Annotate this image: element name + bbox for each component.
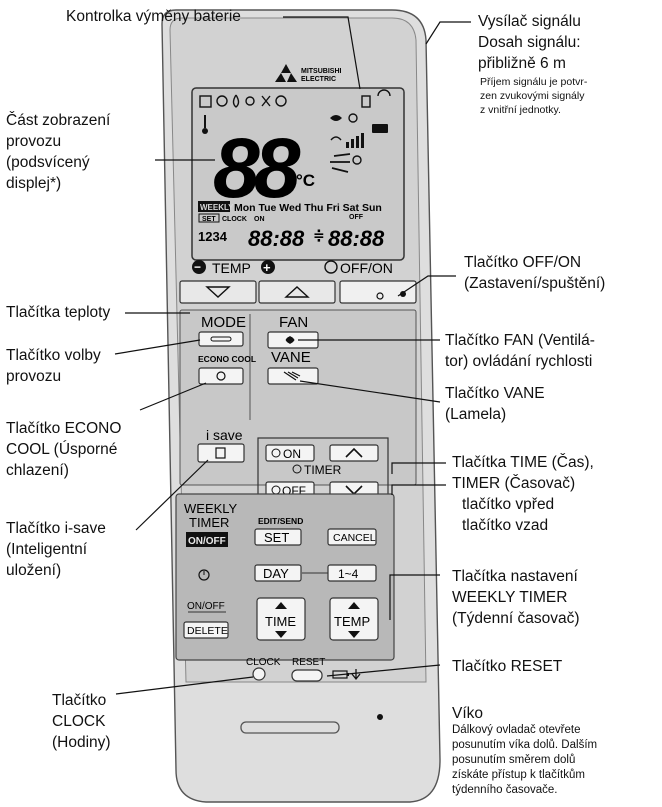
edit-send-label: EDIT/SEND [258, 516, 303, 526]
vane-label: VANE [271, 349, 311, 366]
callout-temp: Tlačítka teploty [6, 304, 111, 321]
callout-display: Část zobrazení provozu (podsvícený displ… [6, 112, 111, 192]
fan-speed-indicator [330, 113, 388, 173]
lid-slot [240, 721, 340, 734]
time-off-digits: 88:88 [328, 226, 385, 251]
lid-dot [377, 714, 383, 720]
program-select-label: 1~4 [338, 567, 359, 581]
callout-transmitter-note: Příjem signálu je potvr- zen zvukovými s… [480, 76, 588, 116]
lcd-display: 88 °C WEEKLY Mon Tue Wed Thu Fri Sat Sun… [191, 87, 405, 261]
brand-line2: ELECTRIC [301, 76, 336, 83]
reset-label: RESET [292, 657, 325, 668]
weekly-timer-label-2: TIMER [189, 515, 229, 530]
weekly-timer-label-1: WEEKLY [184, 501, 238, 516]
clock-label: CLOCK [246, 657, 281, 668]
program-select-button[interactable]: 1~4 [327, 564, 377, 582]
set-button[interactable]: SET [254, 528, 302, 546]
fan-icon [285, 336, 295, 344]
time-on-digits: 88:88 [248, 226, 305, 251]
callout-weekly: Tlačítka nastavení WEEKLY TIMER (Týdenní… [452, 568, 580, 627]
timer-label: TIMER [304, 463, 342, 477]
callout-reset: Tlačítko RESET [452, 658, 563, 675]
temperature-digits: 88 [213, 121, 301, 215]
offon-button[interactable] [339, 280, 417, 304]
timer-on-label: ON [283, 447, 301, 461]
weekly-onoff-label: ON/OFF [188, 536, 226, 547]
time-forward-button[interactable] [329, 444, 379, 462]
mode-label: MODE [201, 314, 246, 331]
weekday-row: Mon Tue Wed Thu Fri Sat Sun [234, 202, 382, 214]
temp-up-button[interactable] [258, 280, 336, 304]
time-adjust-button[interactable]: TIME [256, 597, 306, 641]
callout-isave: Tlačítko i-save (Inteligentní uložení) [6, 520, 106, 579]
leader-lines [114, 16, 471, 695]
minus-sign: − [194, 260, 201, 274]
callout-mode: Tlačítko volby provozu [6, 347, 101, 385]
weekly-onoff-button[interactable]: ON/OFF [186, 532, 228, 547]
isave-label: i save [206, 427, 243, 443]
callout-battery: Kontrolka výměny baterie [66, 8, 241, 25]
program-numbers: 1234 [198, 229, 228, 244]
clock-indicator: CLOCK [222, 216, 247, 223]
delete-label: DELETE [187, 625, 228, 637]
callout-time-sub: tlačítko vpřed tlačítko vzad [462, 496, 555, 534]
temp-strip-label: TEMP [212, 260, 251, 276]
mode-icons [199, 89, 391, 108]
callout-lid-desc: Dálkový ovladač otevřete posunutím víka … [452, 724, 598, 796]
brand-line1: MITSUBISHI [301, 68, 342, 75]
delete-button[interactable]: DELETE [183, 621, 229, 639]
set-label: SET [264, 530, 289, 545]
callout-lid-title: Víko [452, 705, 484, 722]
temp-down-button[interactable] [179, 280, 257, 304]
vane-button[interactable] [267, 367, 319, 385]
callout-fan: Tlačítko FAN (Ventilá- tor) ovládání ryc… [445, 332, 595, 370]
callout-transmitter: Vysílač signálu Dosah signálu: přibližně… [478, 13, 581, 72]
temp-strip: − TEMP + OFF/ON [192, 260, 393, 276]
clock-button[interactable] [252, 667, 266, 681]
onoff-small-label: ON/OFF [187, 601, 225, 612]
brand-logo: MITSUBISHI ELECTRIC [275, 64, 342, 83]
cancel-button[interactable]: CANCEL [327, 528, 377, 546]
fan-label: FAN [279, 314, 308, 331]
offon-strip-label: OFF/ON [340, 260, 393, 276]
time-adjust-label: TIME [265, 614, 296, 629]
fan-button[interactable] [267, 331, 319, 349]
temp-adjust-label: TEMP [334, 614, 370, 629]
temp-adjust-button[interactable]: TEMP [329, 597, 379, 641]
reset-button[interactable] [291, 669, 323, 682]
callout-offon: Tlačítko OFF/ON (Zastavení/spuštění) [464, 254, 606, 292]
cancel-label: CANCEL [333, 532, 376, 544]
plus-sign: + [263, 260, 271, 275]
isave-button[interactable] [197, 443, 245, 463]
callout-vane: Tlačítko VANE (Lamela) [445, 385, 545, 423]
day-button[interactable]: DAY [254, 564, 302, 582]
time-separator: ≑ [313, 227, 325, 243]
mode-button[interactable] [198, 331, 244, 347]
weekly-badge: WEEKLY [200, 203, 234, 212]
timer-on-button[interactable]: ON [265, 444, 315, 462]
on-indicator: ON [254, 216, 265, 223]
callout-time: Tlačítka TIME (Čas), TIMER (Časovač) [452, 454, 594, 492]
day-label: DAY [263, 566, 289, 581]
callout-clock: Tlačítko CLOCK (Hodiny) [52, 692, 111, 751]
off-indicator: OFF [349, 214, 364, 221]
vane-icon [283, 371, 301, 381]
temperature-unit: °C [296, 171, 315, 190]
econo-cool-button[interactable] [198, 367, 244, 385]
callout-econo: Tlačítko ECONO COOL (Úsporné chlazení) [6, 420, 122, 479]
set-badge: SET [202, 216, 216, 223]
econo-cool-label: ECONO COOL [198, 354, 256, 364]
